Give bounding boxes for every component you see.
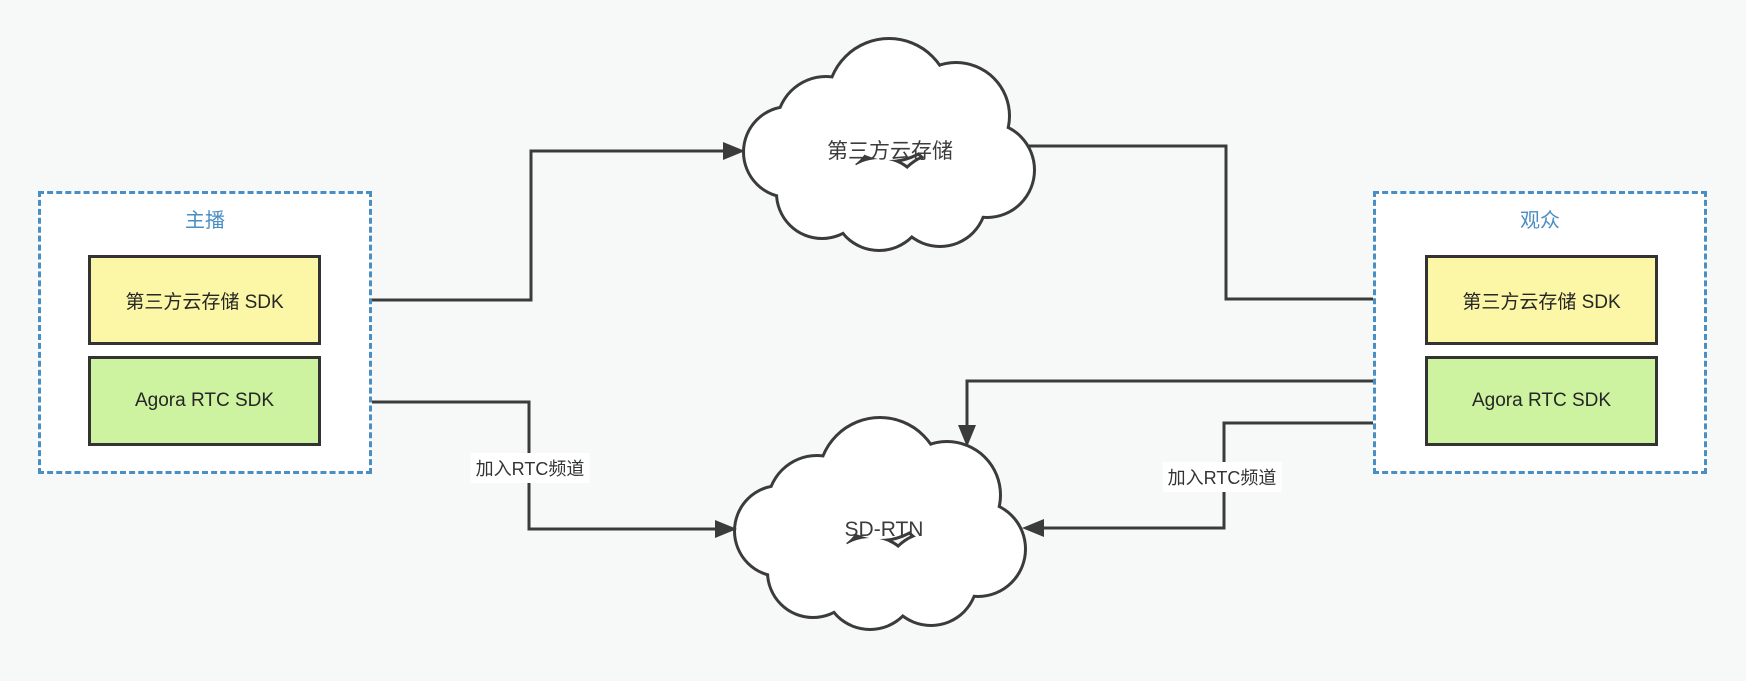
node-host-storage-sdk-label: 第三方云存储 SDK: [125, 291, 284, 313]
arrowhead-right-icon: [715, 520, 737, 538]
node-audience-storage-sdk: 第三方云存储 SDK: [1425, 255, 1658, 345]
edge-cloud-to-audience-storage: [1027, 144, 1425, 308]
edge-host-storage-to-cloud: [321, 142, 745, 302]
edge-label-join-rtc-channel-left: 加入RTC频道: [470, 453, 590, 483]
edge-label-join-rtc-channel-right: 加入RTC频道: [1162, 462, 1282, 492]
arrowhead-down-icon: [958, 425, 976, 447]
group-host-label: 主播: [185, 210, 225, 232]
cloud-sd-rtn-label: SD-RTN: [844, 518, 924, 541]
node-host-storage-sdk: 第三方云存储 SDK: [88, 255, 321, 345]
arrowhead-left-icon: [1022, 519, 1044, 537]
cloud-third-party-storage-label: 第三方云存储: [827, 140, 953, 163]
node-audience-storage-sdk-label: 第三方云存储 SDK: [1462, 291, 1621, 313]
node-host-rtc-sdk-label: Agora RTC SDK: [134, 390, 275, 411]
arrowhead-right-icon: [723, 142, 745, 160]
group-audience-label: 观众: [1520, 210, 1560, 232]
node-audience-rtc-sdk: Agora RTC SDK: [1425, 356, 1658, 446]
node-audience-rtc-sdk-label: Agora RTC SDK: [1471, 390, 1612, 411]
edge-audience-rtc-to-sdrtn-top: [958, 379, 1425, 447]
node-host-rtc-sdk: Agora RTC SDK: [88, 356, 321, 446]
